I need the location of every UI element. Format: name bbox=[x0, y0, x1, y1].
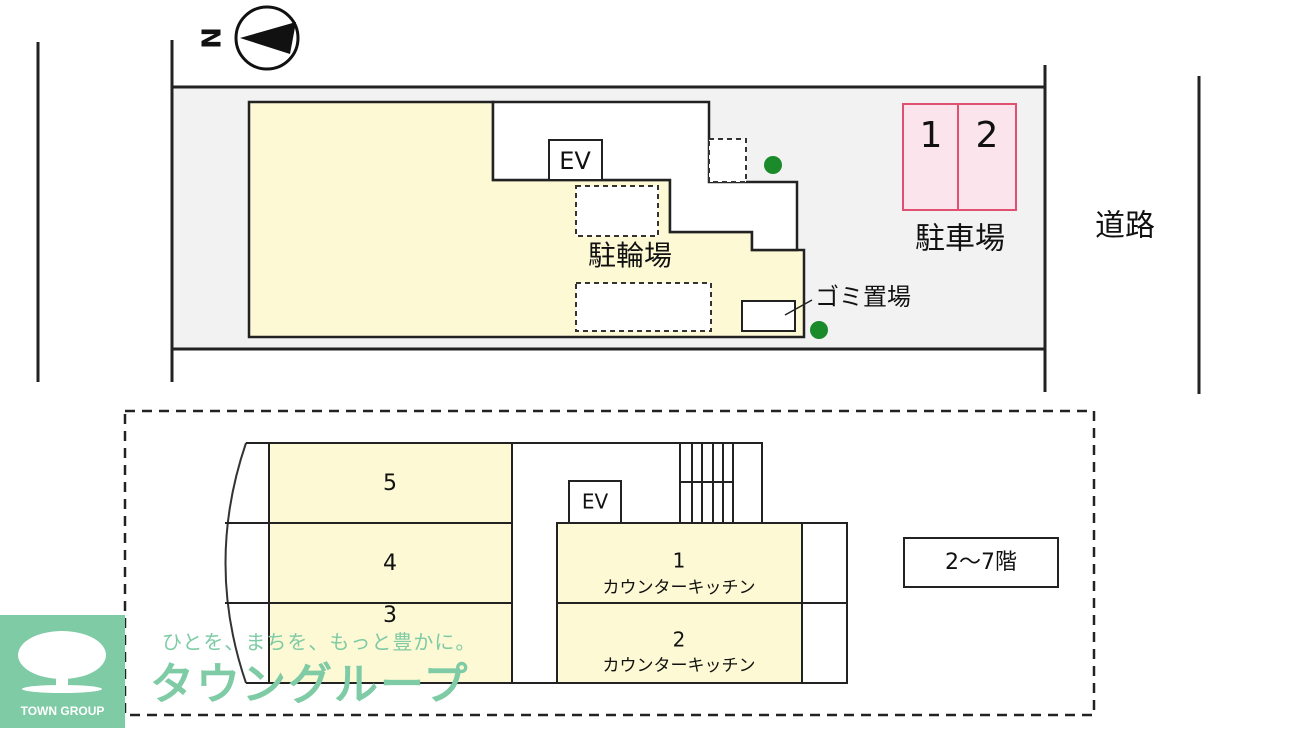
road-label: 道路 bbox=[1095, 209, 1155, 244]
tree-icon bbox=[810, 321, 828, 339]
unit-3 bbox=[268, 602, 513, 684]
balcony bbox=[801, 522, 848, 604]
floor-plan-frame bbox=[123, 409, 1096, 717]
unit-3-label: 3 bbox=[383, 603, 397, 628]
leader-line bbox=[784, 299, 813, 316]
logo-text: TOWN GROUP bbox=[20, 704, 105, 718]
unit-1-type: カウンターキッチン bbox=[603, 578, 756, 598]
floors-box bbox=[903, 537, 1059, 588]
bicycle-parking-label: 駐輪場 bbox=[588, 239, 672, 272]
unit-2 bbox=[556, 602, 803, 684]
staircase bbox=[679, 442, 763, 524]
unit-1-label: 1 bbox=[673, 549, 686, 573]
parking-label: 駐車場 bbox=[915, 222, 1005, 257]
garbage-area bbox=[741, 300, 796, 332]
parking-number: 2 bbox=[976, 115, 999, 156]
unit-5-label: 5 bbox=[383, 471, 397, 496]
curved-balcony bbox=[224, 442, 247, 684]
ev-label: EV bbox=[582, 490, 609, 514]
ev-label: EV bbox=[559, 147, 591, 175]
parking-number: 1 bbox=[920, 115, 943, 156]
parking-space-1 bbox=[902, 103, 959, 211]
elevator bbox=[548, 139, 603, 181]
bicycle-rack bbox=[575, 282, 712, 332]
brand-watermark: タウングループ bbox=[150, 659, 470, 710]
tree-logo-icon bbox=[18, 631, 106, 693]
floors-label: 2〜7階 bbox=[945, 550, 1017, 575]
unit-2-type: カウンターキッチン bbox=[603, 656, 756, 676]
svg-text:N: N bbox=[198, 27, 228, 49]
unit-4-label: 4 bbox=[383, 551, 397, 576]
compass-icon: N bbox=[198, 5, 300, 71]
unit-2-label: 2 bbox=[673, 628, 686, 652]
balcony bbox=[801, 602, 848, 684]
bicycle-rack bbox=[575, 185, 659, 237]
unit-5 bbox=[268, 442, 513, 524]
town-group-logo: TOWN GROUP bbox=[0, 615, 125, 728]
dashed-area bbox=[708, 138, 747, 183]
parking-space-2 bbox=[957, 103, 1017, 211]
garbage-label: ゴミ置場 bbox=[815, 283, 911, 311]
tree-icon bbox=[764, 156, 782, 174]
tagline-watermark: ひとを、まちを、もっと豊かに。 bbox=[162, 630, 477, 654]
